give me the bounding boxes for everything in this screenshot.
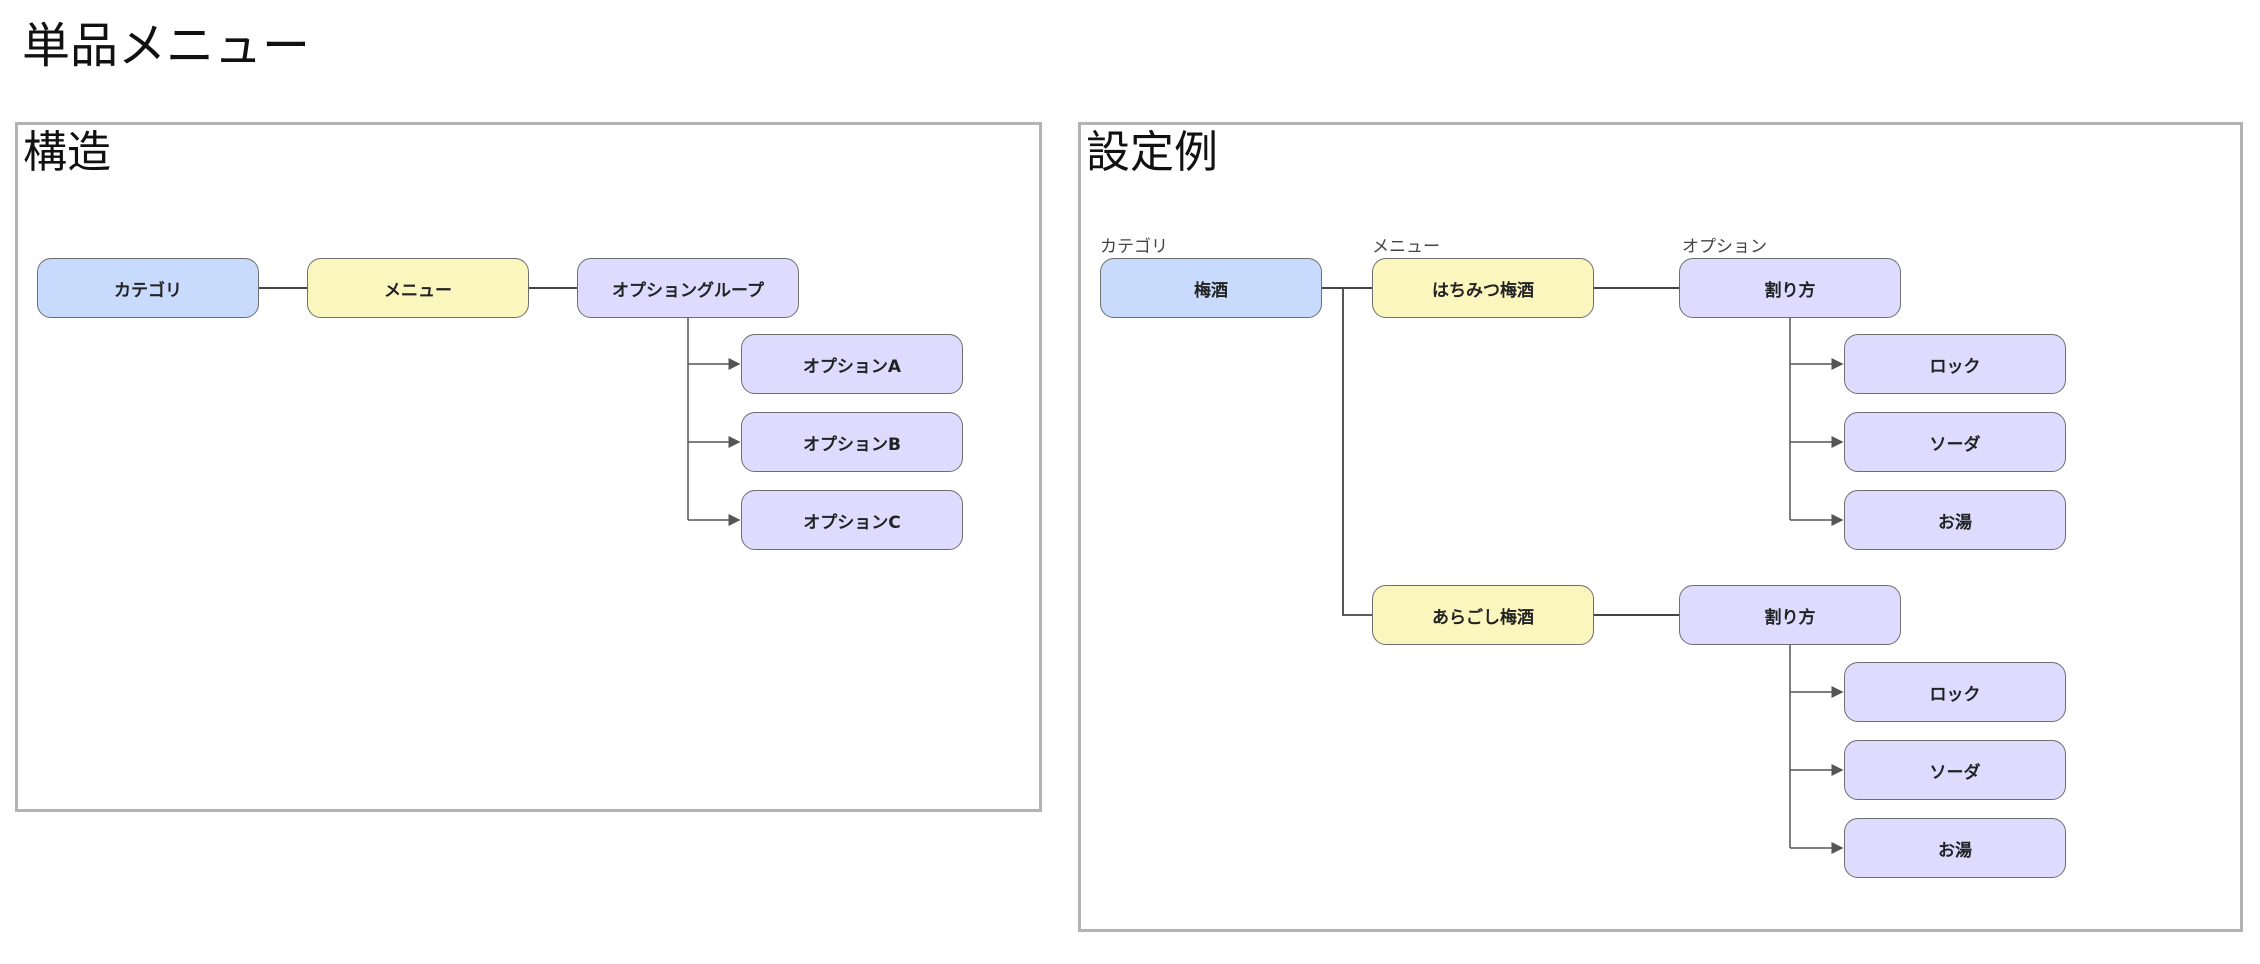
- page-title: 単品メニュー: [22, 18, 311, 74]
- node-option-a: オプションA: [741, 334, 963, 394]
- example-panel: 設定例 カテゴリ メニュー オプション 梅酒 はちみつ梅酒 割り方 ロック ソー…: [1078, 122, 2243, 932]
- node-category-umeshu: 梅酒: [1100, 258, 1322, 318]
- column-label-option: オプション: [1682, 237, 1767, 257]
- node-group-warikata-1: 割り方: [1679, 258, 1901, 318]
- example-connectors: [1322, 287, 1844, 854]
- structure-panel-title: 構造: [23, 127, 111, 178]
- column-label-category: カテゴリ: [1100, 237, 1168, 257]
- structure-connectors: [259, 287, 741, 526]
- node-option-soda-2: ソーダ: [1844, 740, 2066, 800]
- node-menu-hachimitsu: はちみつ梅酒: [1372, 258, 1594, 318]
- node-menu-aragoshi: あらごし梅酒: [1372, 585, 1594, 645]
- node-option-rock-2: ロック: [1844, 662, 2066, 722]
- node-category: カテゴリ: [37, 258, 259, 318]
- node-option-group: オプショングループ: [577, 258, 799, 318]
- column-label-menu: メニュー: [1372, 237, 1440, 257]
- node-option-rock-1: ロック: [1844, 334, 2066, 394]
- node-option-soda-1: ソーダ: [1844, 412, 2066, 472]
- node-option-c: オプションC: [741, 490, 963, 550]
- node-menu: メニュー: [307, 258, 529, 318]
- example-panel-title: 設定例: [1086, 127, 1218, 178]
- node-option-oyu-1: お湯: [1844, 490, 2066, 550]
- node-option-oyu-2: お湯: [1844, 818, 2066, 878]
- node-group-warikata-2: 割り方: [1679, 585, 1901, 645]
- structure-panel: 構造 カテゴリ メニュー オプショングループ オプションA オプションB オプシ…: [15, 122, 1042, 812]
- node-option-b: オプションB: [741, 412, 963, 472]
